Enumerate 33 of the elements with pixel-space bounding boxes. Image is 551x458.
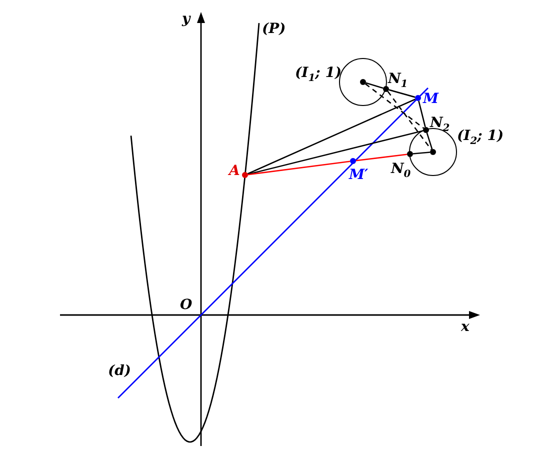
line-segment [365, 83, 424, 129]
axis-label: (P) [262, 22, 286, 36]
point [383, 86, 389, 92]
axis-label: (d) [108, 364, 132, 378]
point [360, 78, 366, 85]
line-segment [388, 89, 416, 98]
point [422, 126, 429, 133]
line-segment [247, 98, 416, 174]
point-label: M [423, 92, 438, 106]
line-segment [356, 154, 408, 162]
line-segment [248, 130, 424, 175]
line-segment [426, 132, 433, 150]
circle-outline [339, 58, 387, 106]
point-label: (I$_{2}$; 1) [457, 129, 504, 147]
line-segment [418, 100, 426, 128]
axis-label: x [461, 320, 470, 334]
point [430, 148, 436, 155]
point [242, 172, 248, 178]
point-label: N$_{0}$ [391, 162, 411, 180]
line-segment [248, 160, 350, 176]
point [415, 95, 421, 101]
point-label: A [229, 164, 240, 178]
point-label: (I$_{1}$; 1) [295, 66, 342, 84]
point-label: M′ [349, 168, 368, 182]
line-segment [412, 152, 430, 154]
point [350, 158, 356, 164]
point [407, 151, 413, 157]
point-label: N$_{2}$ [430, 116, 450, 134]
axis-label: y [182, 12, 190, 26]
axis-label: O [180, 298, 192, 312]
line-segment [387, 91, 432, 150]
point-label: N$_{1}$ [388, 72, 408, 90]
line-segment [366, 82, 384, 89]
